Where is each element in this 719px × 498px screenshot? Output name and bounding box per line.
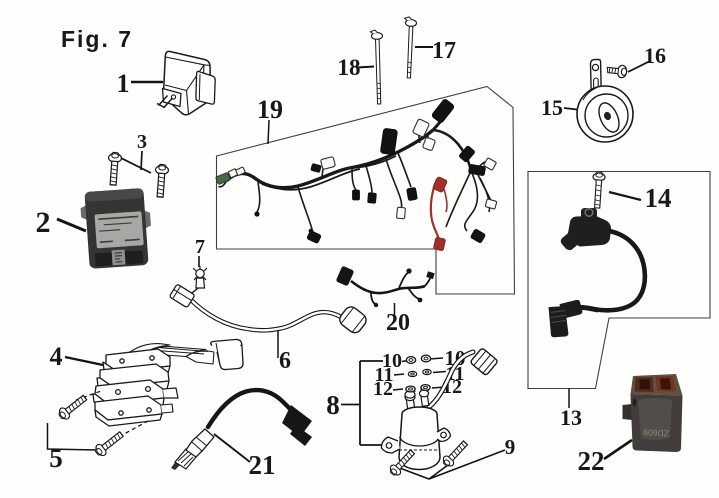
svg-text:1: 1 [117, 69, 130, 98]
svg-text:6: 6 [279, 348, 291, 374]
svg-text:5: 5 [49, 443, 63, 473]
svg-text:10: 10 [382, 350, 402, 372]
svg-text:Fig. 7: Fig. 7 [61, 26, 133, 52]
svg-text:18: 18 [338, 55, 361, 80]
svg-text:17: 17 [432, 38, 456, 64]
svg-text:16: 16 [644, 43, 666, 68]
svg-text:4: 4 [50, 342, 63, 371]
svg-text:11: 11 [375, 364, 394, 386]
svg-text:15: 15 [541, 95, 563, 120]
svg-text:2: 2 [36, 206, 51, 239]
svg-text:9: 9 [505, 435, 516, 459]
svg-text:21: 21 [249, 450, 276, 480]
svg-text:10: 10 [445, 346, 466, 370]
svg-text:ZD609: ZD609 [643, 427, 669, 438]
svg-text:12: 12 [373, 378, 393, 400]
svg-text:19: 19 [257, 95, 283, 124]
svg-text:22: 22 [578, 446, 605, 476]
svg-text:20: 20 [386, 310, 410, 336]
svg-text:7: 7 [195, 236, 205, 258]
svg-text:8: 8 [326, 390, 340, 420]
svg-text:3: 3 [137, 131, 147, 153]
svg-text:14: 14 [645, 183, 672, 213]
svg-text:13: 13 [560, 405, 582, 430]
